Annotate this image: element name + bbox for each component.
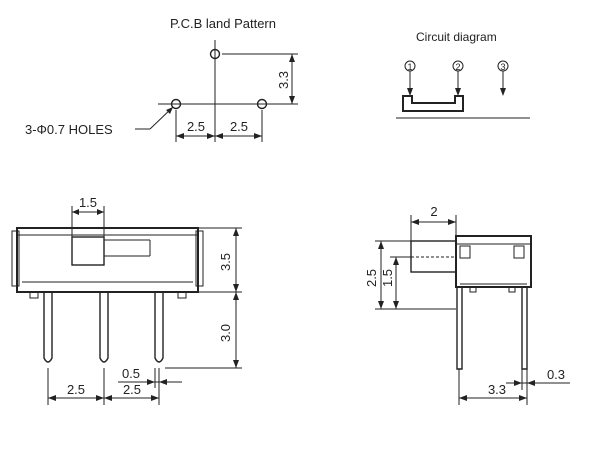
front-view-pin-1 bbox=[43, 292, 53, 363]
pcb-dim-pitch-left: 2.5 bbox=[187, 119, 205, 134]
front-dim-pin-offset: 0.5 bbox=[122, 366, 140, 381]
side-dim-height-inner: 1.5 bbox=[380, 269, 395, 287]
circuit-diagram: Circuit diagram 1 2 3 bbox=[396, 30, 530, 119]
circuit-slider bbox=[402, 95, 464, 112]
front-dim-pin-length: 3.0 bbox=[218, 324, 233, 342]
pin-2-label: 2 bbox=[455, 62, 460, 72]
side-dim-height-outer: 2.5 bbox=[364, 269, 379, 287]
front-view-knob bbox=[71, 236, 105, 266]
side-view: 2 2.5 1.5 3.3 0.3 bbox=[364, 204, 570, 405]
front-dim-pitch-right: 2.5 bbox=[123, 382, 141, 397]
pcb-hole-top bbox=[209, 48, 221, 60]
front-dim-knob-width: 1.5 bbox=[79, 195, 97, 210]
front-view: 1.5 3.5 3.0 2.5 2.5 0.5 bbox=[11, 195, 242, 405]
front-dim-body-height: 3.5 bbox=[218, 253, 233, 271]
pcb-hole-left bbox=[170, 98, 182, 110]
pcb-hole-right bbox=[256, 98, 268, 110]
side-view-pin-left bbox=[456, 287, 463, 370]
pcb-land-pattern: P.C.B land Pattern 3.3 2.5 2.5 3-Φ0.7 HO… bbox=[25, 16, 298, 142]
front-view-pin-2 bbox=[99, 292, 109, 363]
front-view-pin-3 bbox=[154, 292, 164, 363]
pcb-dim-vertical: 3.3 bbox=[276, 71, 291, 89]
pcb-dim-pitch-right: 2.5 bbox=[230, 119, 248, 134]
pin-1-label: 1 bbox=[407, 62, 412, 72]
side-dim-pin-spacing: 3.3 bbox=[488, 382, 506, 397]
pcb-land-pattern-title: P.C.B land Pattern bbox=[170, 16, 276, 31]
side-dim-actuator-length: 2 bbox=[430, 204, 437, 219]
side-dim-pin-thickness: 0.3 bbox=[547, 367, 565, 382]
circuit-diagram-title: Circuit diagram bbox=[416, 30, 497, 44]
side-view-pin-right bbox=[521, 287, 528, 370]
pin-3-label: 3 bbox=[500, 62, 505, 72]
pcb-holes-label: 3-Φ0.7 HOLES bbox=[25, 122, 113, 137]
front-dim-pitch-left: 2.5 bbox=[67, 382, 85, 397]
